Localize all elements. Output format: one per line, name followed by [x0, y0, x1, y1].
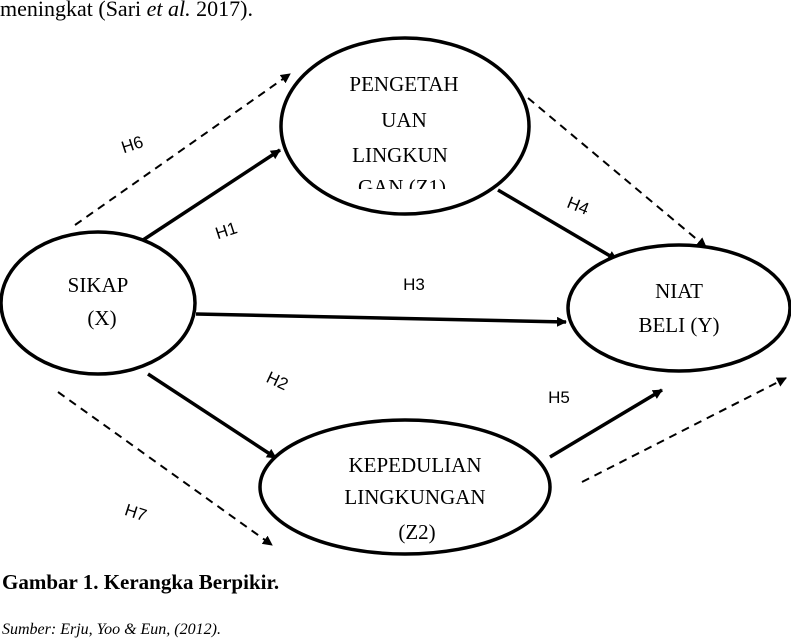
intro-text-end: 2017).	[190, 0, 253, 21]
label-h7: H7	[122, 500, 149, 525]
arrow-h6-continuation	[527, 97, 707, 248]
figure-caption: Gambar 1. Kerangka Berpikir.	[2, 570, 280, 594]
kepedulian-label-line2: LINGKUNGAN	[344, 485, 485, 509]
sikap-label-line2: (X)	[87, 306, 116, 330]
kepedulian-label-line1: KEPEDULIAN	[349, 453, 482, 477]
label-h4: H4	[564, 193, 591, 219]
pengetahuan-label-line2: UAN	[381, 108, 427, 132]
pengetahuan-label-line4: GAN (Z1)	[358, 175, 446, 199]
arrow-h1	[139, 148, 281, 244]
label-h1: H1	[213, 218, 240, 243]
niat-label-line2: BELI (Y)	[638, 313, 719, 337]
label-h5: H5	[548, 388, 570, 407]
arrow-h7	[57, 391, 273, 546]
niat-label-line1: NIAT	[655, 279, 703, 303]
pengetahuan-label-line3: LINGKUN	[352, 143, 448, 167]
arrow-h7-continuation	[581, 377, 787, 483]
pengetahuan-label-line1: PENGETAH	[349, 72, 458, 96]
node-sikap	[0, 230, 197, 376]
kepedulian-label-line3: (Z2)	[398, 520, 435, 544]
node-kepedulian	[258, 418, 552, 556]
label-h2: H2	[263, 368, 291, 394]
label-h3: H3	[403, 275, 425, 294]
arrow-h4	[497, 188, 618, 262]
arrow-h6	[74, 73, 291, 226]
figure-source: Sumber: Erju, Yoo & Eun, (2012).	[2, 621, 221, 638]
node-niat-beli	[566, 243, 791, 373]
arrow-h5	[549, 388, 663, 459]
sikap-label-line1: SIKAP	[68, 273, 129, 297]
node-pengetahuan	[279, 36, 531, 216]
intro-text-main: meningkat (Sari	[0, 0, 147, 21]
intro-text-italic: et al.	[146, 0, 191, 21]
arrow-h3	[195, 312, 567, 327]
label-h6: H6	[119, 132, 146, 157]
arrow-h2	[147, 372, 277, 460]
intro-text-line: meningkat (Sari et al. 2017).	[0, 0, 253, 22]
